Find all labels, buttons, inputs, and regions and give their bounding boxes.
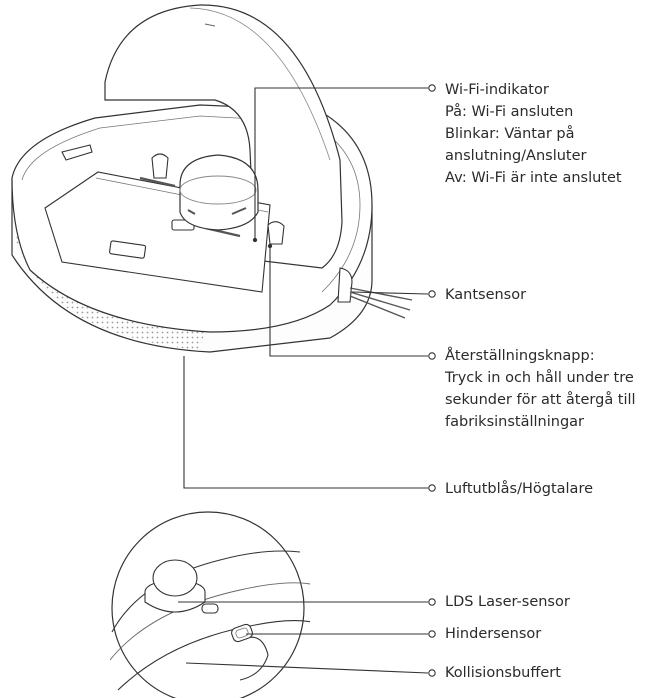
speaker-grille bbox=[14, 232, 205, 350]
edge-sensor-label: Kantsensor bbox=[445, 287, 527, 303]
reset-button-desc-2: sekunder för att återgå till bbox=[445, 392, 636, 408]
reset-button-desc-3: fabriksinställningar bbox=[445, 414, 584, 430]
air-outlet-speaker-label: Luftutblås/Högtalare bbox=[445, 481, 594, 497]
collision-bumper-label: Kollisionsbuffert bbox=[445, 665, 561, 681]
wifi-indicator-title: Wi-Fi-indikator bbox=[445, 82, 549, 98]
wheel-mounts bbox=[61, 144, 285, 245]
lds-laser-sensor-label: LDS Laser-sensor bbox=[445, 594, 570, 610]
side-brush bbox=[337, 267, 413, 319]
obstacle-sensor-label: Hindersensor bbox=[445, 626, 542, 642]
wifi-indicator-on: På: Wi-Fi ansluten bbox=[445, 104, 574, 120]
leader-lines bbox=[183, 84, 436, 492]
lds-turret bbox=[179, 154, 259, 231]
reset-button-title: Återställningsknapp: bbox=[445, 348, 595, 364]
wifi-indicator-blink: Blinkar: Väntar på bbox=[445, 126, 575, 142]
wifi-indicator-blink-cont: anslutning/Ansluter bbox=[445, 148, 587, 164]
open-top-cover bbox=[104, 4, 343, 269]
wifi-indicator-off: Av: Wi-Fi är inte anslutet bbox=[445, 170, 622, 186]
reset-button-desc-1: Tryck in och håll under tre bbox=[445, 370, 634, 386]
detail-view bbox=[110, 511, 436, 698]
